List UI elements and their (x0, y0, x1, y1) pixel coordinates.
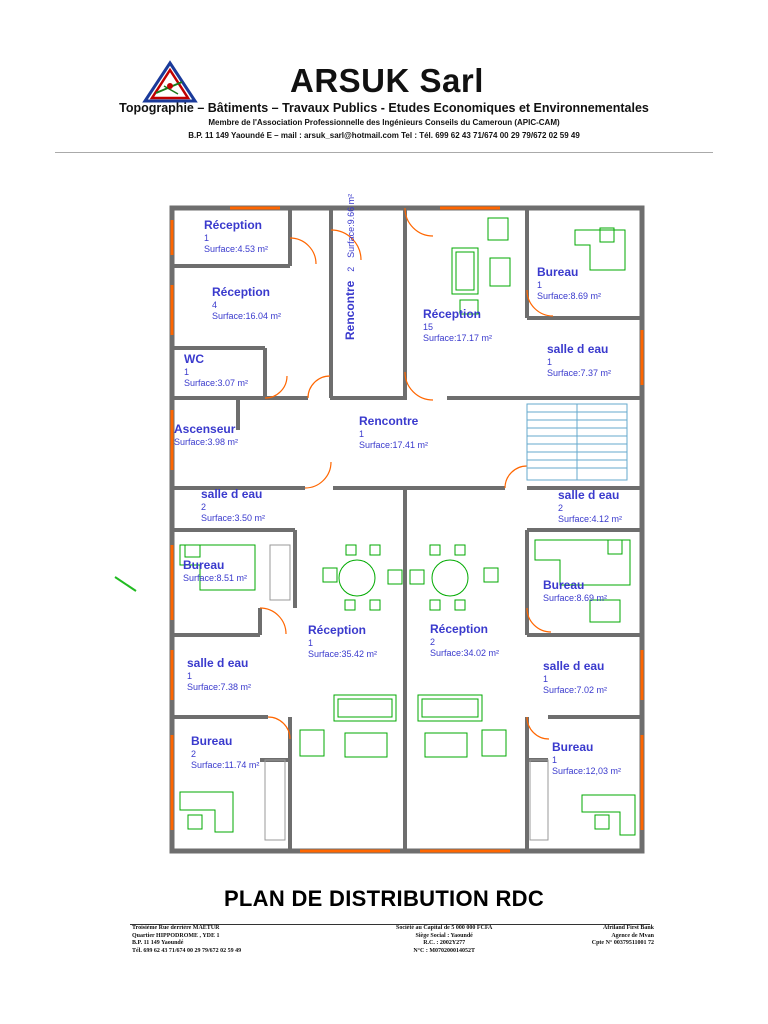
company-logo (142, 60, 198, 104)
furniture (179, 217, 636, 836)
fixtures (264, 544, 549, 841)
header-divider (55, 152, 713, 153)
windows (170, 206, 644, 853)
doors (259, 207, 554, 740)
membership-line: Membre de l'Association Professionnelle … (208, 118, 560, 127)
room-label-rotated: Rencontre 2 Surface:9.66 m² (343, 193, 357, 340)
stray-green-mark (114, 576, 137, 592)
company-tagline: Topographie – Bâtiments – Travaux Public… (119, 101, 649, 115)
footer-divider (130, 924, 650, 925)
contact-line: B.P. 11 149 Yaoundé E – mail : arsuk_sar… (188, 131, 580, 140)
company-name: ARSUK Sarl (290, 62, 484, 99)
staircase (526, 403, 628, 481)
plan-title: PLAN DE DISTRIBUTION RDC (223, 886, 545, 911)
